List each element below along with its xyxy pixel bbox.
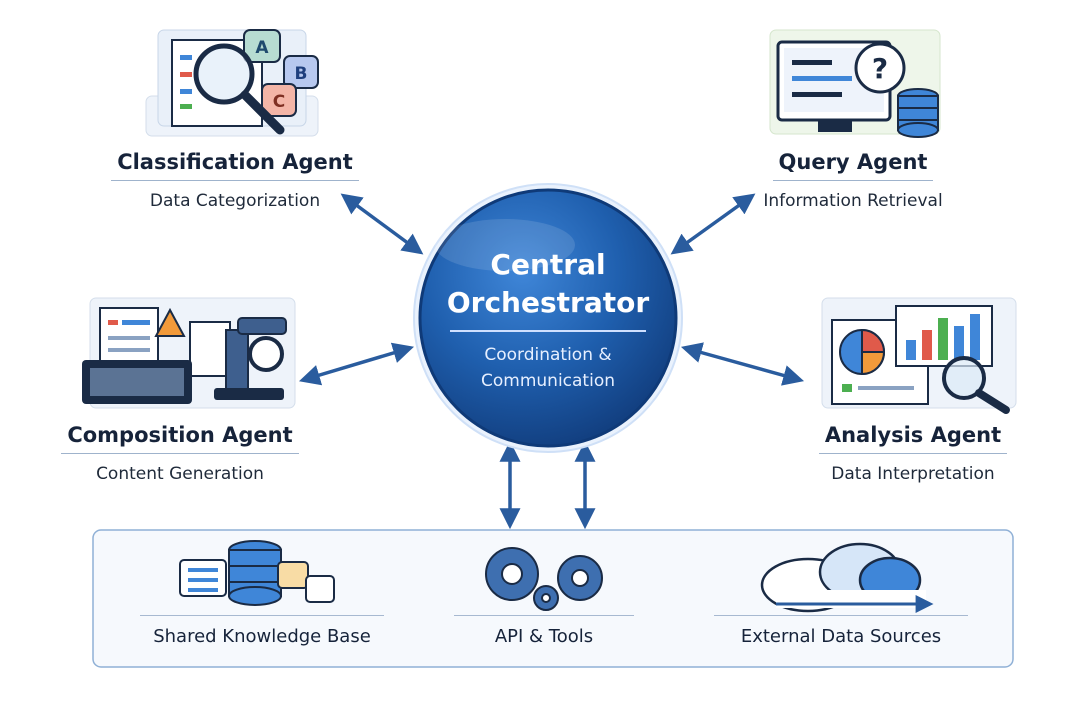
- knowledge-base-label: Shared Knowledge Base: [140, 615, 384, 647]
- analysis-agent-title: Analysis Agent: [818, 423, 1008, 454]
- orb-highlight: [435, 219, 575, 271]
- query-agent-title: Query Agent: [772, 150, 934, 181]
- classification-icon: [145, 29, 319, 137]
- composition-agent-subtitle: Content Generation: [96, 464, 264, 484]
- orchestrator-orb[interactable]: [418, 188, 678, 448]
- composition-icon: [82, 297, 296, 409]
- query-agent-subtitle: Information Retrieval: [763, 191, 943, 211]
- cloud-icon: [760, 542, 934, 613]
- arrow-classification: [340, 193, 424, 255]
- external-sources-label: External Data Sources: [714, 615, 968, 647]
- icon-question-mark: ?: [872, 52, 888, 85]
- orchestrator-title-line1: Central: [490, 248, 606, 281]
- external-sources-resource[interactable]: External Data Sources: [714, 615, 968, 647]
- api-tools-resource[interactable]: API & Tools: [454, 615, 634, 647]
- database-icon: [179, 540, 335, 606]
- gears-icon: [485, 547, 603, 611]
- classification-agent[interactable]: Classification Agent Data Categorization: [100, 150, 370, 211]
- analysis-agent-subtitle: Data Interpretation: [831, 464, 995, 484]
- composition-agent[interactable]: Composition Agent Content Generation: [55, 423, 305, 484]
- knowledge-base-resource[interactable]: Shared Knowledge Base: [140, 615, 384, 647]
- classification-agent-title: Classification Agent: [111, 150, 359, 181]
- composition-agent-title: Composition Agent: [61, 423, 299, 454]
- classification-agent-subtitle: Data Categorization: [149, 191, 321, 211]
- icon-letter-a: A: [255, 38, 269, 58]
- analysis-icon: [821, 297, 1017, 414]
- query-agent[interactable]: Query Agent Information Retrieval: [740, 150, 966, 211]
- arrow-analysis: [680, 342, 805, 386]
- query-icon: [769, 29, 941, 138]
- orchestrator-subtitle-line1: Coordination &: [484, 344, 612, 365]
- magnifier-icon: [193, 43, 255, 105]
- orchestrator-text: Central Orchestrator Coordination & Comm…: [420, 246, 676, 394]
- api-tools-label: API & Tools: [454, 615, 634, 647]
- orchestrator-title-line2: Orchestrator: [446, 286, 650, 319]
- orchestrator-subtitle-line2: Communication: [481, 370, 615, 391]
- arrow-composition: [298, 342, 415, 386]
- analysis-agent[interactable]: Analysis Agent Data Interpretation: [800, 423, 1026, 484]
- connector-arrows: [298, 193, 805, 530]
- icon-letter-b: B: [295, 64, 308, 84]
- arrow-query: [670, 193, 756, 255]
- question-bubble-icon: [854, 42, 906, 94]
- orchestrator-divider: [450, 330, 646, 332]
- icon-letter-c: C: [273, 92, 285, 112]
